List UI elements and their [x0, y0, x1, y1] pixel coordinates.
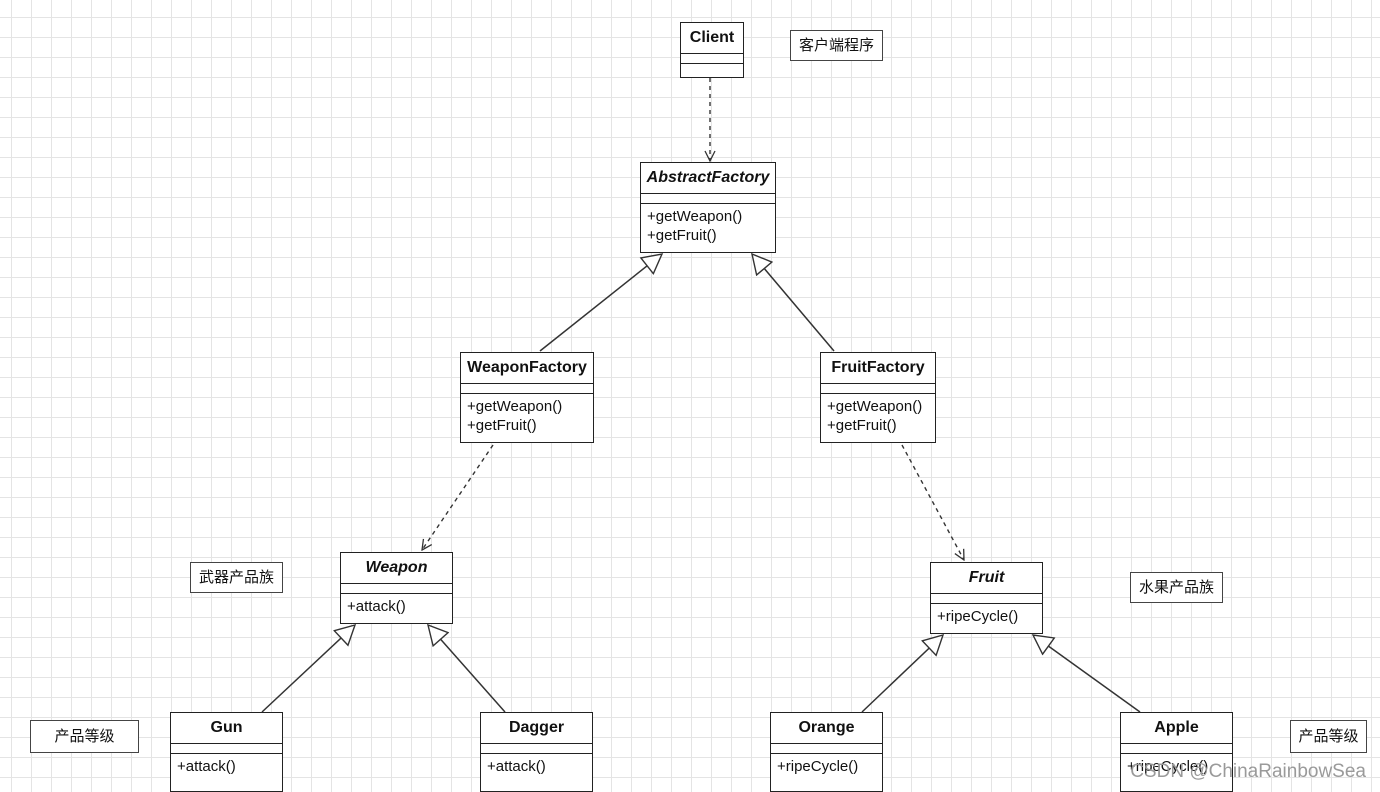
attributes-compartment [821, 384, 935, 394]
attributes-compartment [771, 744, 882, 754]
attributes-compartment [1121, 744, 1232, 754]
method: +getWeapon() [467, 398, 563, 415]
method: +getWeapon() [827, 398, 923, 415]
generalization-dagger [428, 625, 506, 713]
class-weapon[interactable]: Weapon +attack() [340, 552, 453, 624]
class-fruit-factory[interactable]: FruitFactory +getWeapon() +getFruit() [820, 352, 936, 443]
methods-compartment [681, 64, 743, 72]
method: +attack() [487, 758, 546, 775]
method: +ripeCycle() [777, 758, 859, 775]
methods-compartment: +attack() [481, 754, 592, 776]
class-name: Apple [1121, 713, 1232, 744]
class-abstract-factory[interactable]: AbstractFactory +getWeapon() +getFruit() [640, 162, 776, 253]
note-product-level-left[interactable]: 产品等级 [30, 720, 139, 753]
method: +getFruit() [467, 417, 537, 434]
watermark: CSDN @ChinaRainbowSea [1130, 761, 1366, 782]
methods-compartment: +ripeCycle() [771, 754, 882, 776]
methods-compartment: +getWeapon() +getFruit() [821, 394, 935, 435]
methods-compartment: +attack() [341, 594, 452, 616]
class-name: Dagger [481, 713, 592, 744]
generalization-fruitfactory [752, 254, 835, 352]
generalization-apple [1033, 635, 1141, 713]
method: +getFruit() [827, 417, 897, 434]
class-name: WeaponFactory [461, 353, 593, 384]
methods-compartment: +attack() [171, 754, 282, 776]
attributes-compartment [171, 744, 282, 754]
note-product-level-right[interactable]: 产品等级 [1290, 720, 1367, 753]
methods-compartment: +getWeapon() +getFruit() [461, 394, 593, 435]
class-name: Fruit [931, 563, 1042, 594]
method: +attack() [177, 758, 236, 775]
class-weapon-factory[interactable]: WeaponFactory +getWeapon() +getFruit() [460, 352, 594, 443]
attributes-compartment [341, 584, 452, 594]
class-apple[interactable]: Apple +ripeCycle() [1120, 712, 1233, 792]
attributes-compartment [931, 594, 1042, 604]
methods-compartment: +ripeCycle() [931, 604, 1042, 626]
generalization-orange [861, 635, 943, 713]
class-dagger[interactable]: Dagger +attack() [480, 712, 593, 792]
attributes-compartment [641, 194, 775, 204]
methods-compartment: +ripeCycle() [1121, 754, 1232, 776]
dependency-weaponfactory-weapon [422, 444, 494, 550]
note-client-program[interactable]: 客户端程序 [790, 30, 883, 61]
class-name: FruitFactory [821, 353, 935, 384]
class-name: Weapon [341, 553, 452, 584]
generalization-gun [261, 625, 355, 713]
attributes-compartment [461, 384, 593, 394]
dependency-fruitfactory-fruit [901, 444, 964, 560]
class-name: Gun [171, 713, 282, 744]
class-gun[interactable]: Gun +attack() [170, 712, 283, 792]
methods-compartment: +getWeapon() +getFruit() [641, 204, 775, 245]
class-name: Client [681, 23, 743, 54]
method: +getFruit() [647, 227, 717, 244]
method: +ripeCycle() [1127, 758, 1209, 775]
method: +attack() [347, 598, 406, 615]
class-fruit[interactable]: Fruit +ripeCycle() [930, 562, 1043, 634]
class-client[interactable]: Client [680, 22, 744, 78]
note-weapon-family[interactable]: 武器产品族 [190, 562, 283, 593]
class-name: AbstractFactory [641, 163, 775, 194]
generalization-weaponfactory [539, 254, 662, 352]
class-orange[interactable]: Orange +ripeCycle() [770, 712, 883, 792]
method: +getWeapon() [647, 208, 743, 225]
note-fruit-family[interactable]: 水果产品族 [1130, 572, 1223, 603]
attributes-compartment [481, 744, 592, 754]
attributes-compartment [681, 54, 743, 64]
method: +ripeCycle() [937, 608, 1019, 625]
class-name: Orange [771, 713, 882, 744]
